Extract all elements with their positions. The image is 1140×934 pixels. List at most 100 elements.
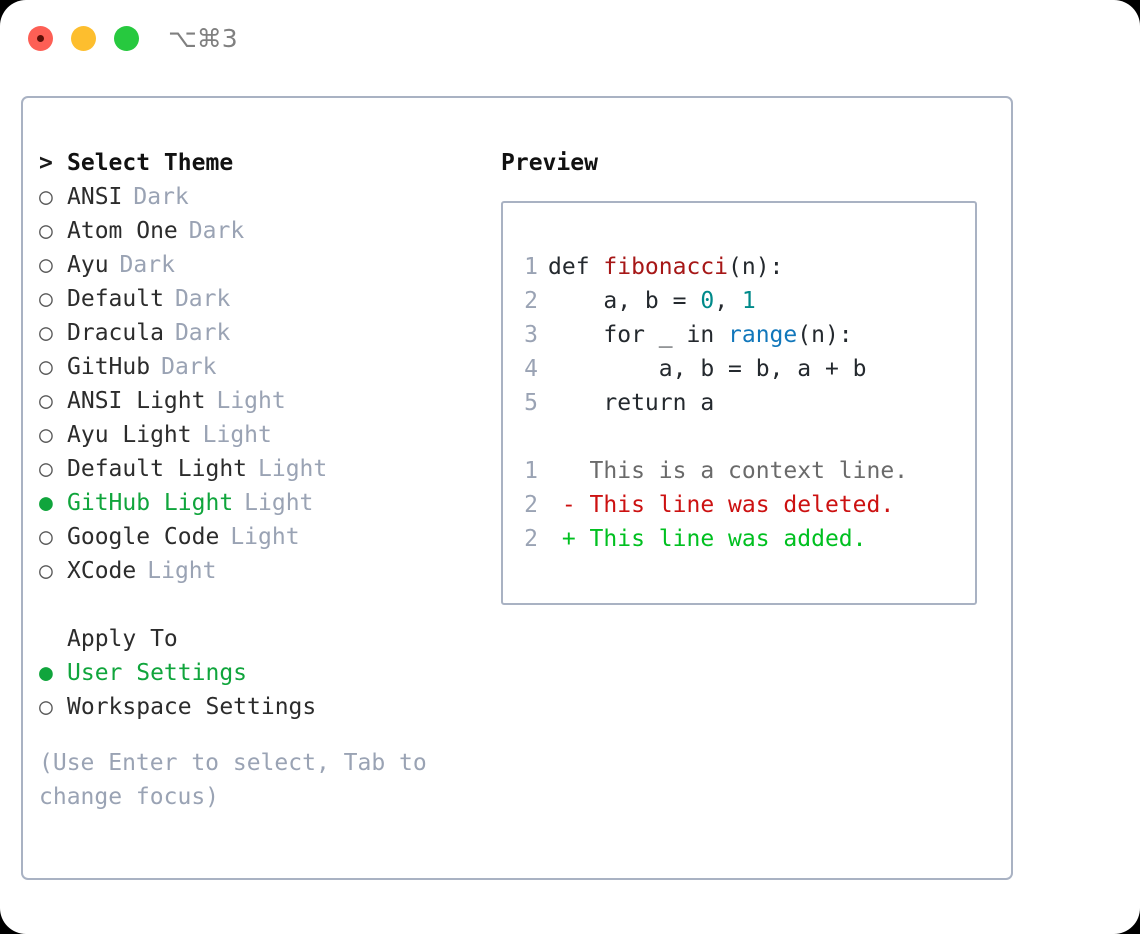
theme-item-label: Ayu bbox=[67, 252, 109, 278]
code-token: (n): bbox=[797, 322, 853, 348]
code-token: 1 bbox=[741, 288, 756, 314]
zoom-button-icon[interactable] bbox=[114, 26, 139, 51]
code-token: 0 bbox=[700, 288, 715, 314]
radio-empty-icon: ○ bbox=[39, 524, 53, 550]
theme-item-label: Ayu Light bbox=[67, 422, 192, 448]
theme-item-variant-tag: Light bbox=[258, 456, 328, 482]
theme-list-item[interactable]: ○ Google Code Light bbox=[39, 520, 469, 554]
code-token: fibonacci bbox=[603, 254, 729, 280]
apply-to-list: ● User Settings ○Workspace Settings bbox=[39, 656, 469, 724]
diff-line-text: - This line was deleted. bbox=[548, 492, 895, 518]
code-line: 4 a, b = b, a + b bbox=[516, 352, 969, 386]
select-theme-title: Select Theme bbox=[67, 150, 234, 176]
theme-item-variant-tag: Dark bbox=[174, 320, 231, 346]
title-bar: ⌥⌘3 bbox=[0, 0, 1140, 78]
theme-item-label: Dracula bbox=[67, 320, 164, 346]
theme-list-item[interactable]: ○ Default Light Light bbox=[39, 452, 469, 486]
theme-item-label: Default bbox=[67, 286, 164, 312]
theme-item-label: Default Light bbox=[67, 456, 248, 482]
apply-to-item[interactable]: ● User Settings bbox=[39, 656, 469, 690]
theme-item-variant-tag: Light bbox=[202, 422, 272, 448]
diff-line-number: 2 bbox=[524, 492, 538, 518]
code-line-number: 4 bbox=[524, 356, 538, 382]
radio-selected-icon: ● bbox=[39, 660, 53, 686]
apply-to-title: Apply To bbox=[67, 626, 178, 652]
apply-to-marker-space bbox=[39, 622, 67, 656]
code-token: a, b = bbox=[548, 288, 701, 314]
theme-list-item[interactable]: ○ Ayu Dark bbox=[39, 248, 469, 282]
traffic-lights bbox=[28, 26, 139, 51]
code-token: def bbox=[548, 254, 604, 280]
apply-to-item-label: User Settings bbox=[67, 660, 248, 686]
radio-empty-icon: ○ bbox=[39, 252, 53, 278]
diff-line-text: This is a context line. bbox=[548, 458, 909, 484]
theme-item-variant-tag: Dark bbox=[188, 218, 245, 244]
radio-empty-icon: ○ bbox=[39, 422, 53, 448]
radio-empty-icon: ○ bbox=[39, 388, 53, 414]
theme-list-item[interactable]: ○ Ayu Light Light bbox=[39, 418, 469, 452]
apply-to-item[interactable]: ○Workspace Settings bbox=[39, 690, 469, 724]
theme-list-item[interactable]: ○ GitHub Dark bbox=[39, 350, 469, 384]
theme-item-variant-tag: Dark bbox=[161, 354, 217, 380]
radio-empty-icon: ○ bbox=[39, 456, 53, 482]
code-line-number: 3 bbox=[524, 322, 538, 348]
preview-title: Preview bbox=[501, 150, 598, 176]
diff-line-text: + This line was added. bbox=[548, 526, 867, 552]
code-line: 3 for _ in range(n): bbox=[516, 318, 969, 352]
theme-item-variant-tag: Light bbox=[244, 490, 314, 516]
radio-empty-icon: ○ bbox=[39, 286, 53, 312]
radio-empty-icon: ○ bbox=[39, 320, 53, 346]
code-line: 2 a, b = 0, 1 bbox=[516, 284, 969, 318]
theme-item-label: ANSI bbox=[67, 184, 123, 210]
theme-item-label: ANSI Light bbox=[67, 388, 206, 414]
theme-item-label: Google Code bbox=[67, 524, 220, 550]
diff-line: 1 This is a context line. bbox=[516, 454, 969, 488]
code-token: a, b = b, a + b bbox=[548, 356, 867, 382]
theme-item-variant-tag: Light bbox=[230, 524, 300, 550]
theme-item-variant-tag: Dark bbox=[119, 252, 175, 278]
theme-item-label: XCode bbox=[67, 558, 137, 584]
apply-to-heading: Apply To bbox=[39, 622, 469, 656]
theme-list-item[interactable]: ○ ANSI Light Light bbox=[39, 384, 469, 418]
select-theme-heading: > Select Theme bbox=[39, 146, 469, 180]
theme-item-label: GitHub bbox=[67, 354, 151, 380]
code-token: for _ in bbox=[548, 322, 729, 348]
code-token: , bbox=[714, 288, 742, 314]
theme-list-item[interactable]: ○ Dracula Dark bbox=[39, 316, 469, 350]
radio-empty-icon: ○ bbox=[39, 558, 53, 584]
theme-list-item[interactable]: ○ Default Dark bbox=[39, 282, 469, 316]
theme-item-variant-tag: Light bbox=[216, 388, 286, 414]
code-token: (n): bbox=[728, 254, 784, 280]
diff-line: 2 - This line was deleted. bbox=[516, 488, 969, 522]
close-button-icon[interactable] bbox=[28, 26, 53, 51]
apply-to-item-label: Workspace Settings bbox=[67, 694, 317, 720]
code-diff-gap bbox=[516, 420, 969, 454]
theme-item-label: GitHub Light bbox=[67, 490, 234, 516]
code-token: return a bbox=[548, 390, 715, 416]
theme-item-label: Atom One bbox=[67, 218, 178, 244]
keyboard-hint: (Use Enter to select, Tab to change focu… bbox=[39, 750, 427, 810]
list-spacer bbox=[39, 588, 469, 622]
code-line-number: 1 bbox=[524, 254, 538, 280]
code-token: range bbox=[728, 322, 798, 348]
theme-item-variant-tag: Dark bbox=[174, 286, 231, 312]
code-line-number: 2 bbox=[524, 288, 538, 314]
theme-item-variant-tag: Dark bbox=[133, 184, 189, 210]
minimize-button-icon[interactable] bbox=[71, 26, 96, 51]
focus-caret-icon: > bbox=[39, 150, 53, 176]
window-shortcut-label: ⌥⌘3 bbox=[168, 24, 238, 53]
radio-empty-icon: ○ bbox=[39, 354, 53, 380]
code-line-number: 5 bbox=[524, 390, 538, 416]
